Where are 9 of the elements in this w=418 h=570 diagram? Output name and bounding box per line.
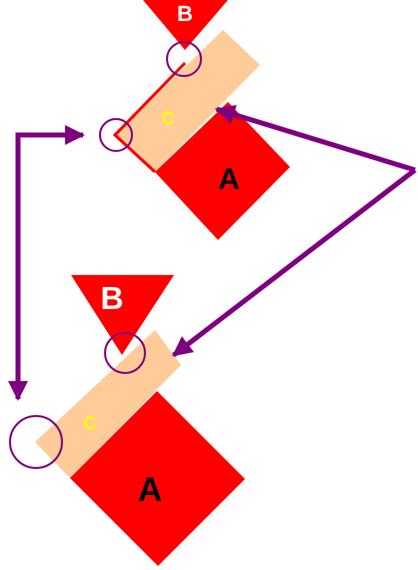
arrow	[172, 168, 417, 358]
shape-label: C	[84, 414, 96, 432]
shape-label: B	[177, 3, 193, 25]
arrow	[214, 104, 416, 172]
shape-label: C	[162, 109, 174, 127]
shape-label: A	[218, 165, 240, 195]
shape-label: B	[100, 282, 124, 314]
shape-label: A	[138, 473, 162, 507]
arrow	[8, 125, 85, 401]
